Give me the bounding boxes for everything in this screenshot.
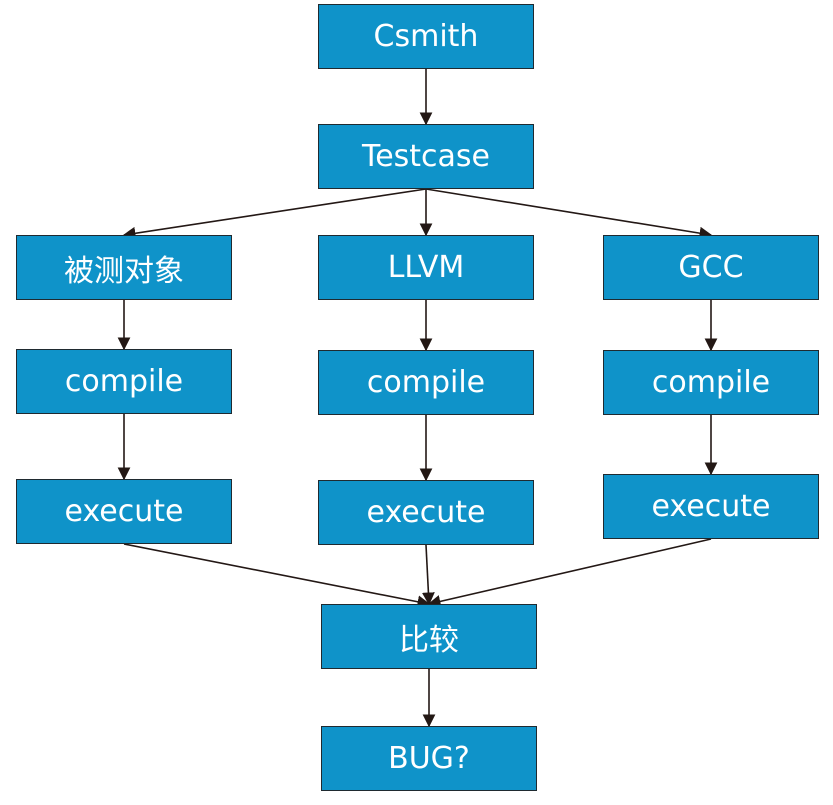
execute-target-node: execute <box>16 479 232 544</box>
compare-node: 比较 <box>321 604 537 669</box>
bug-node: BUG? <box>321 726 537 791</box>
arrow-execute_gcc-to-compare <box>427 538 712 608</box>
compile-target-node: compile <box>16 349 232 414</box>
compile-gcc-node: compile <box>603 350 819 415</box>
llvm-node: LLVM <box>318 235 534 300</box>
arrow-testcase-to-gcc <box>425 188 713 240</box>
arrow-execute_llvm-to-compare <box>422 544 435 606</box>
execute-llvm-node: execute <box>318 480 534 545</box>
target-under-test-node: 被测对象 <box>16 235 232 300</box>
gcc-node: GCC <box>603 235 819 300</box>
testcase-node: Testcase <box>318 124 534 189</box>
csmith-node: Csmith <box>318 4 534 69</box>
execute-gcc-node: execute <box>603 474 819 539</box>
arrow-testcase-to-target <box>122 188 427 240</box>
compile-llvm-node: compile <box>318 350 534 415</box>
arrow-execute_target-to-compare <box>123 543 431 609</box>
